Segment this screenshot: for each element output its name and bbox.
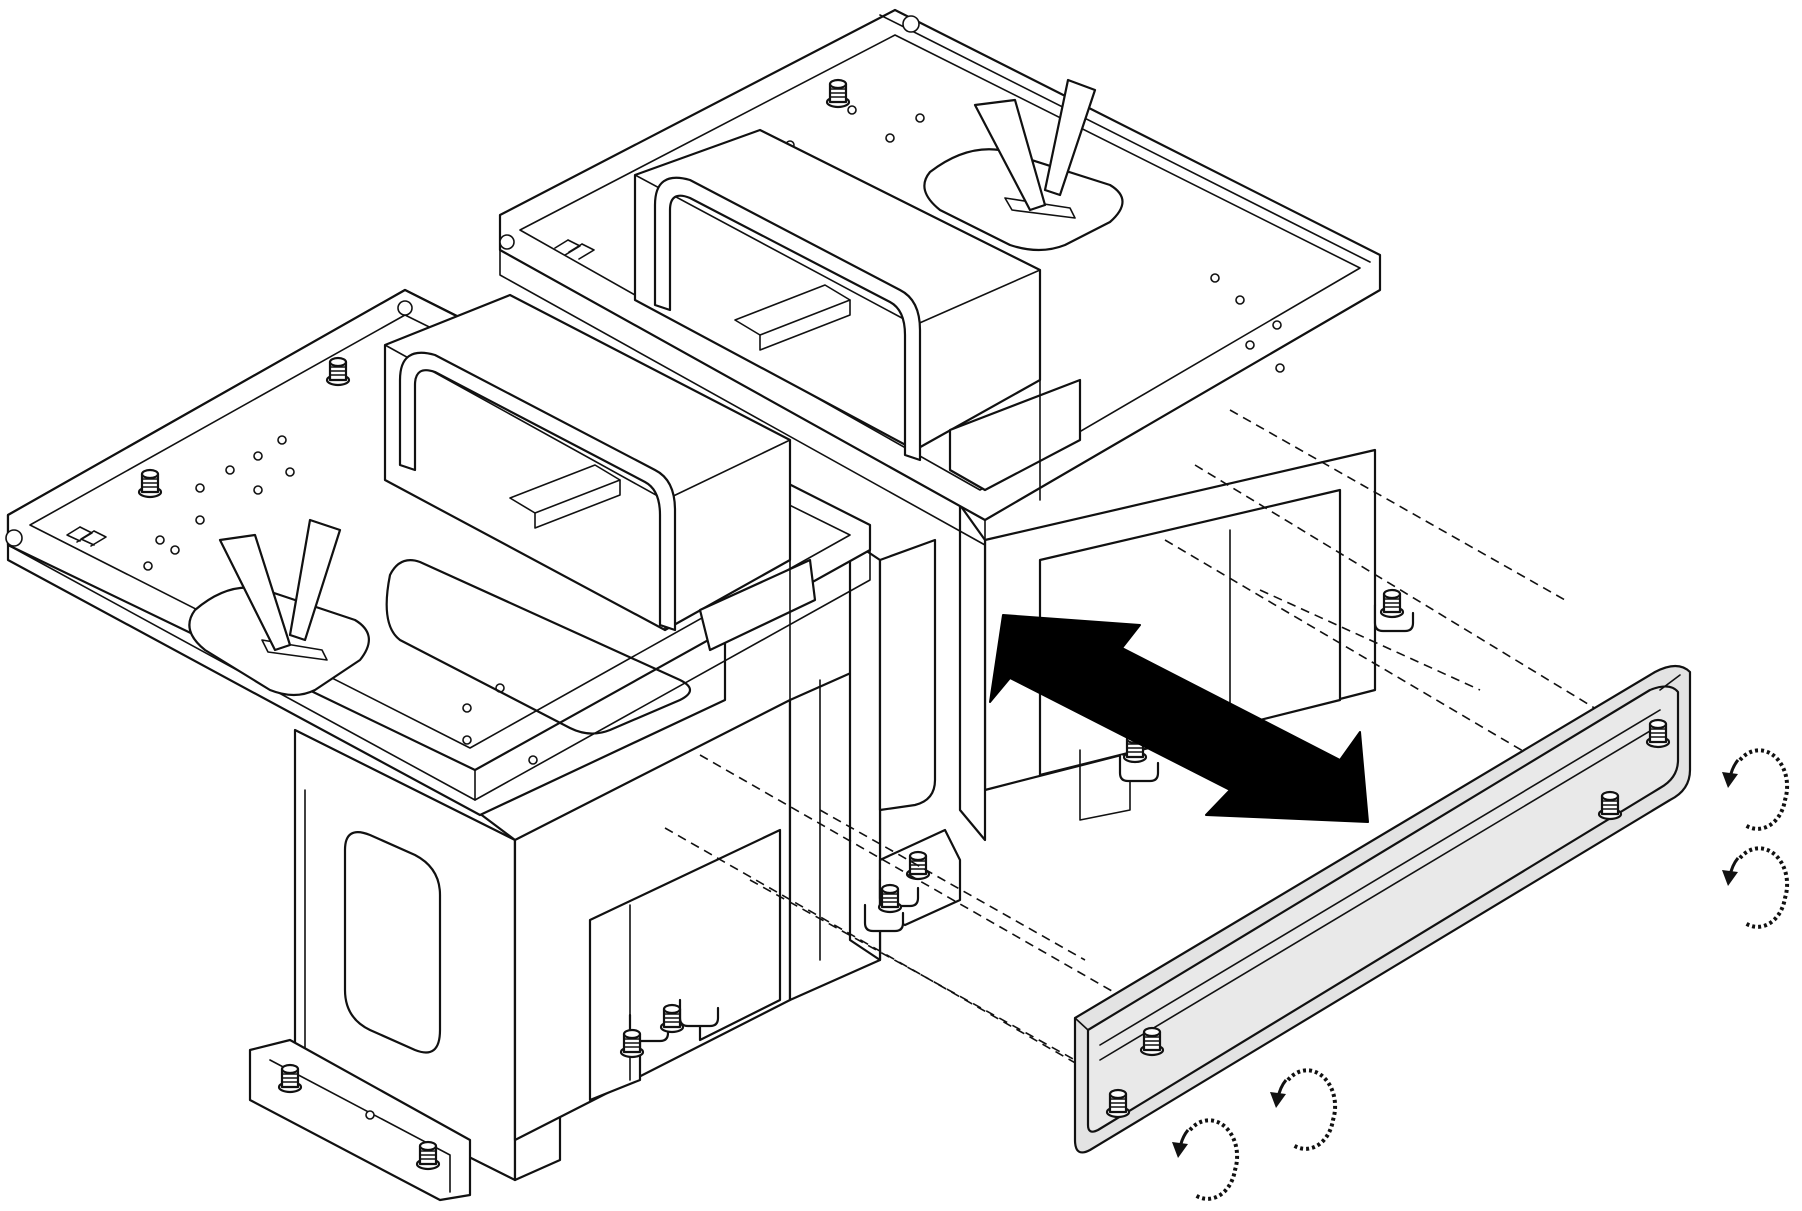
screw-icon[interactable] xyxy=(415,1140,441,1171)
mount-hole xyxy=(397,300,413,316)
left-riser-cage xyxy=(5,288,962,1202)
cage-mark-ff xyxy=(66,526,107,547)
screw-icon[interactable] xyxy=(1139,1026,1165,1057)
mount-hole xyxy=(5,529,23,547)
mount-hole xyxy=(499,234,515,250)
screw-icon[interactable] xyxy=(137,468,163,499)
screw-icon[interactable] xyxy=(277,1063,303,1094)
front-bracket[interactable] xyxy=(1073,664,1692,1154)
rotate-screw-icon xyxy=(1172,748,1790,1201)
screw-icon[interactable] xyxy=(325,356,351,387)
screw-icon[interactable] xyxy=(619,1028,645,1059)
mount-hole xyxy=(902,15,920,33)
screw-icon[interactable] xyxy=(825,78,851,109)
screw-icon[interactable] xyxy=(877,883,903,914)
double-arrow-icon xyxy=(989,614,1369,823)
screw-icon[interactable] xyxy=(659,1003,685,1034)
screw-icon[interactable] xyxy=(1379,588,1405,619)
screw-icon[interactable] xyxy=(1105,1088,1131,1119)
screw-icon[interactable] xyxy=(1597,790,1623,821)
cage-mark-ff xyxy=(554,239,595,260)
screw-icon[interactable] xyxy=(1645,718,1671,749)
